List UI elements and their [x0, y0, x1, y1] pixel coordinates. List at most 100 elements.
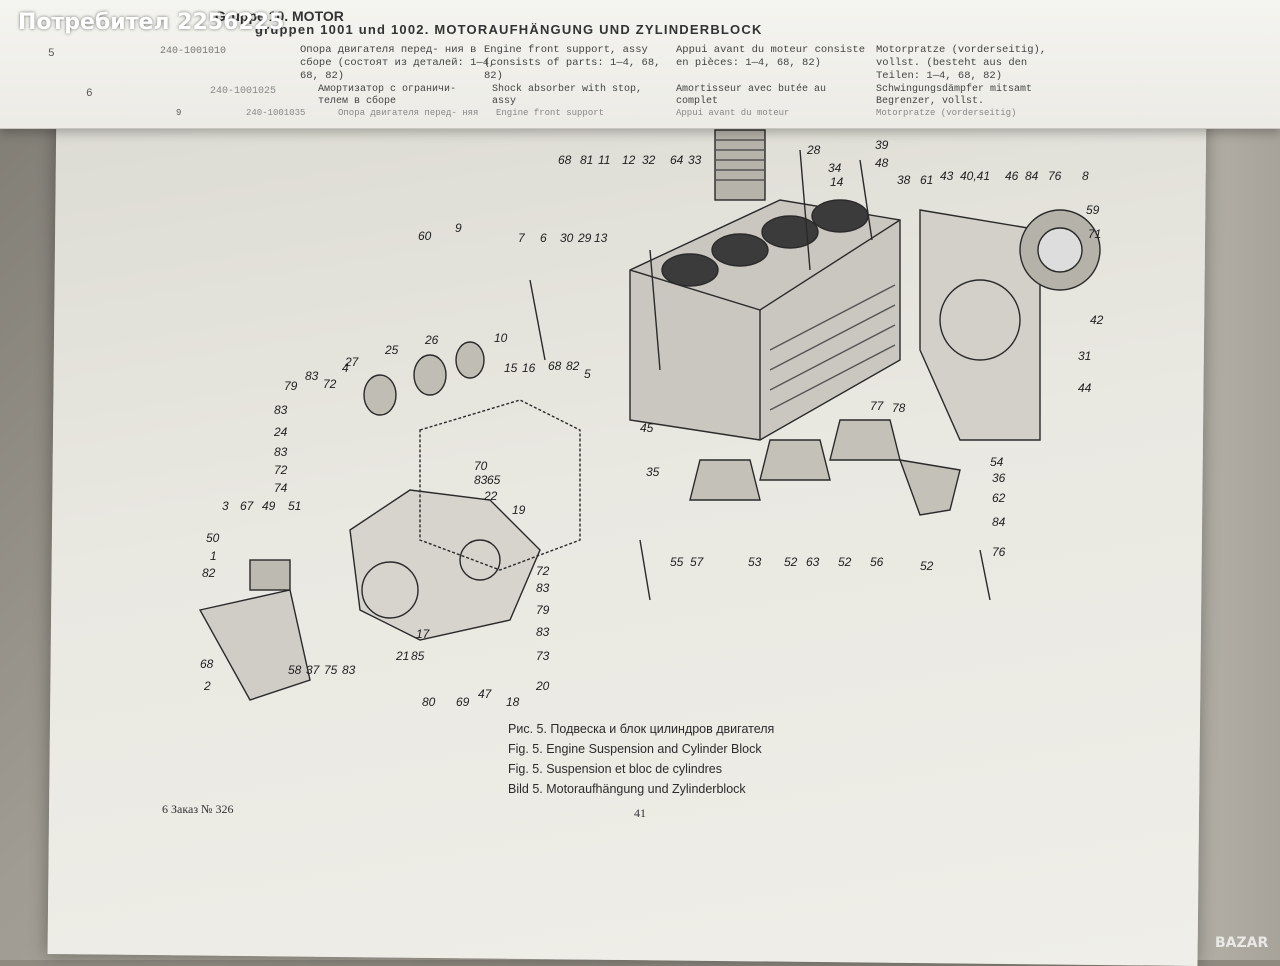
part-label: 31 [1078, 349, 1091, 363]
row-number: 6 [86, 88, 93, 100]
part-label: 69 [456, 695, 470, 709]
part-label: 76 [1048, 169, 1062, 183]
part-label: 10 [494, 331, 508, 345]
part-label: 77 [870, 399, 885, 413]
part-label: 82 [566, 359, 580, 373]
group-title: Gruppe 10. MOTOR [215, 8, 344, 24]
part-label: 62 [992, 491, 1006, 505]
part-label: 83 [342, 663, 356, 677]
row-code: 240-1001010 [160, 46, 227, 57]
part-label: 73 [536, 649, 550, 663]
part-label: 68 [558, 153, 572, 167]
part-label: 29 [577, 231, 592, 245]
part-label: 11 [598, 153, 610, 167]
part-label: 84 [1025, 169, 1039, 183]
part-label: 47 [478, 687, 493, 701]
part-label: 28 [806, 143, 821, 157]
top-sheet: Gruppe 10. MOTOR gruppen 1001 und 1002. … [0, 0, 1280, 129]
part-label: 40,41 [960, 169, 990, 183]
part-label: 63 [806, 555, 820, 569]
part-label: 58 [288, 663, 302, 677]
part-label: 71 [1088, 227, 1101, 241]
part-label: 72 [536, 564, 550, 578]
row-number: 9 [176, 108, 182, 118]
part-label: 19 [512, 503, 526, 517]
part-label: 13 [594, 231, 608, 245]
row-de: Schwingungsdämpfer mitsamt Begrenzer, vo… [876, 84, 1033, 107]
part-label: 68 [200, 657, 214, 671]
part-label: 57 [690, 555, 705, 569]
part-label: 68 [548, 359, 562, 373]
part-label: 26 [424, 333, 439, 347]
part-label: 44 [1078, 381, 1092, 395]
row-ru: Амортизатор с ограничи- телем в сборе [318, 84, 457, 107]
caption-ru: Рис. 5. Подвеска и блок цилиндров двигат… [508, 722, 775, 736]
part-label: 83 [536, 581, 550, 595]
part-label: 74 [274, 481, 288, 495]
caption-de: Bild 5. Motoraufhängung und Zylinderbloc… [508, 782, 746, 796]
site-logo: BAZAR [1215, 935, 1269, 951]
part-label: 67 [240, 499, 255, 513]
part-label: 60 [418, 229, 432, 243]
order-number: 6 Заказ № 326 [162, 802, 234, 816]
part-label: 16 [522, 361, 536, 375]
row-de: Motorpratze (vorderseitig) [876, 108, 1017, 118]
part-label: 14 [830, 175, 844, 189]
part-label: 45 [640, 421, 654, 435]
part-label: 53 [748, 555, 762, 569]
part-label: 72 [323, 377, 337, 391]
part-label: 5 [584, 367, 591, 381]
part-label: 83 [305, 369, 319, 383]
part-label: 55 [670, 555, 684, 569]
part-label: 84 [992, 515, 1006, 529]
row-en: Engine front support, assy (consists of … [484, 44, 661, 82]
part-label: 75 [324, 663, 338, 677]
part-label: 20 [535, 679, 550, 693]
part-label: 25 [384, 343, 399, 357]
part-label: 27 [344, 355, 360, 369]
part-label: 33 [688, 153, 702, 167]
part-label: 43 [940, 169, 954, 183]
part-label: 81 [580, 153, 593, 167]
row-fr: Appui avant du moteur consiste en pièces… [676, 44, 866, 69]
part-label: 82 [202, 566, 216, 580]
part-label: 9 [455, 221, 462, 235]
part-label: 37 [306, 663, 321, 677]
page-number: 41 [634, 806, 646, 820]
part-label: 64 [670, 153, 684, 167]
part-label: 39 [875, 138, 889, 152]
part-label: 38 [897, 173, 911, 187]
part-label: 2 [203, 679, 211, 693]
part-label: 52 [784, 555, 798, 569]
part-label: 54 [990, 455, 1004, 469]
part-label: 34 [828, 161, 842, 175]
part-label: 42 [1090, 313, 1104, 327]
part-label: 3 [222, 499, 229, 513]
part-label: 78 [892, 401, 906, 415]
part-label: 79 [284, 379, 298, 393]
row-en: Shock absorber with stop, assy [492, 84, 643, 107]
row-de: Motorpratze (vorderseitig), vollst. (bes… [876, 44, 1047, 82]
part-label: 48 [875, 156, 889, 170]
row-code: 240-1001035 [246, 108, 306, 118]
part-label: 52 [920, 559, 934, 573]
part-label: 7 [518, 231, 526, 245]
part-label: 22 [483, 489, 498, 503]
part-label: 18 [506, 695, 520, 709]
part-label: 80 [422, 695, 436, 709]
part-label: 50 [206, 531, 220, 545]
part-label: 83 [274, 445, 288, 459]
row-ru: Опора двигателя перед- няя [338, 108, 479, 118]
part-label: 46 [1005, 169, 1019, 183]
row-fr: Amortisseur avec butée au complet [676, 84, 827, 107]
part-label: 1 [210, 549, 217, 563]
part-label: 30 [560, 231, 574, 245]
row-number: 5 [48, 48, 55, 60]
row-fr: Appui avant du moteur [676, 108, 790, 118]
row-ru: Опора двигателя перед- ния в сборе (сост… [300, 44, 496, 82]
part-label: 4 [342, 361, 349, 375]
caption-fr: Fig. 5. Suspension et bloc de cylindres [508, 762, 723, 776]
part-label: 85 [411, 649, 425, 663]
part-label: 52 [838, 555, 852, 569]
part-label: 70 [474, 459, 488, 473]
